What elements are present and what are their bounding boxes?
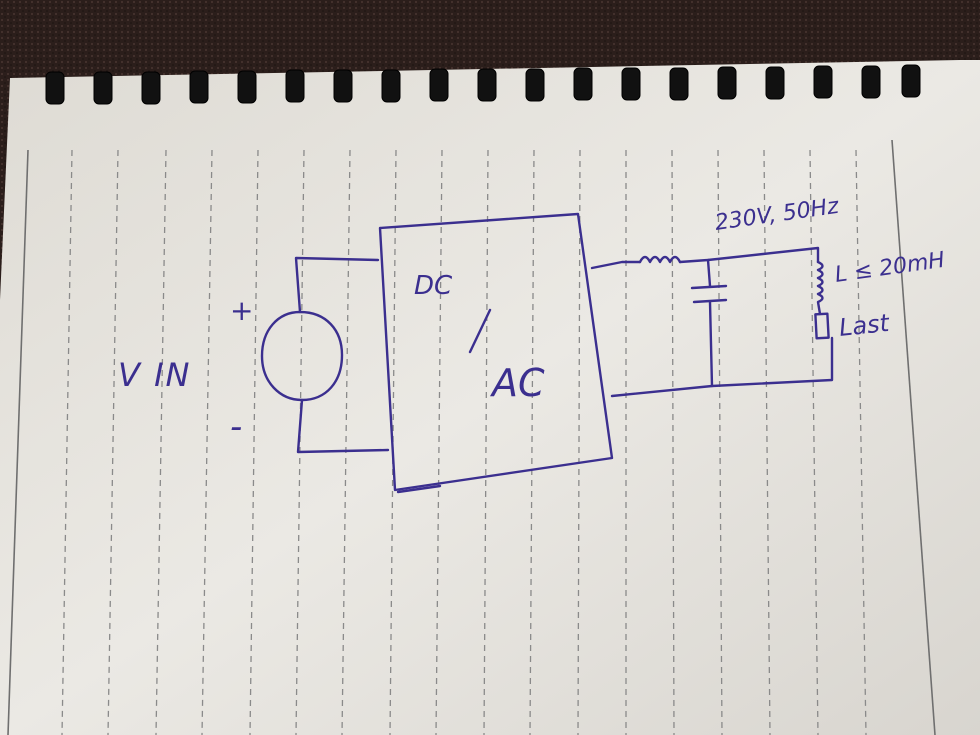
load-label: Last — [838, 309, 892, 342]
converter-slash — [468, 308, 492, 354]
circuit-diagram — [260, 212, 834, 494]
capacitor-wire-top — [706, 258, 712, 288]
source-plus-label: + — [230, 294, 253, 327]
converter-bottom-lip — [396, 484, 442, 494]
output-top-wire-right — [678, 246, 820, 264]
capacitor-wire-bottom — [708, 300, 714, 388]
source-top-wire — [294, 256, 380, 314]
source-bottom-wire — [296, 398, 390, 454]
source-minus-label: - — [230, 407, 242, 447]
capacitor-plate-top — [690, 284, 728, 290]
page-ruling — [61, 149, 867, 735]
output-bottom-wire — [610, 336, 834, 398]
converter-block — [378, 212, 614, 492]
converter-label-ac: AC — [489, 361, 545, 405]
converter-label-dc: DC — [414, 271, 453, 301]
load-resistor-symbol — [814, 312, 830, 340]
notebook-page — [0, 60, 980, 735]
spiral-binding — [45, 64, 921, 105]
source-label: V IN — [118, 356, 191, 394]
output-top-wire — [590, 260, 642, 270]
page-margins — [7, 139, 936, 735]
load-inductor-symbol — [816, 260, 824, 316]
series-inductor-symbol — [638, 255, 682, 264]
